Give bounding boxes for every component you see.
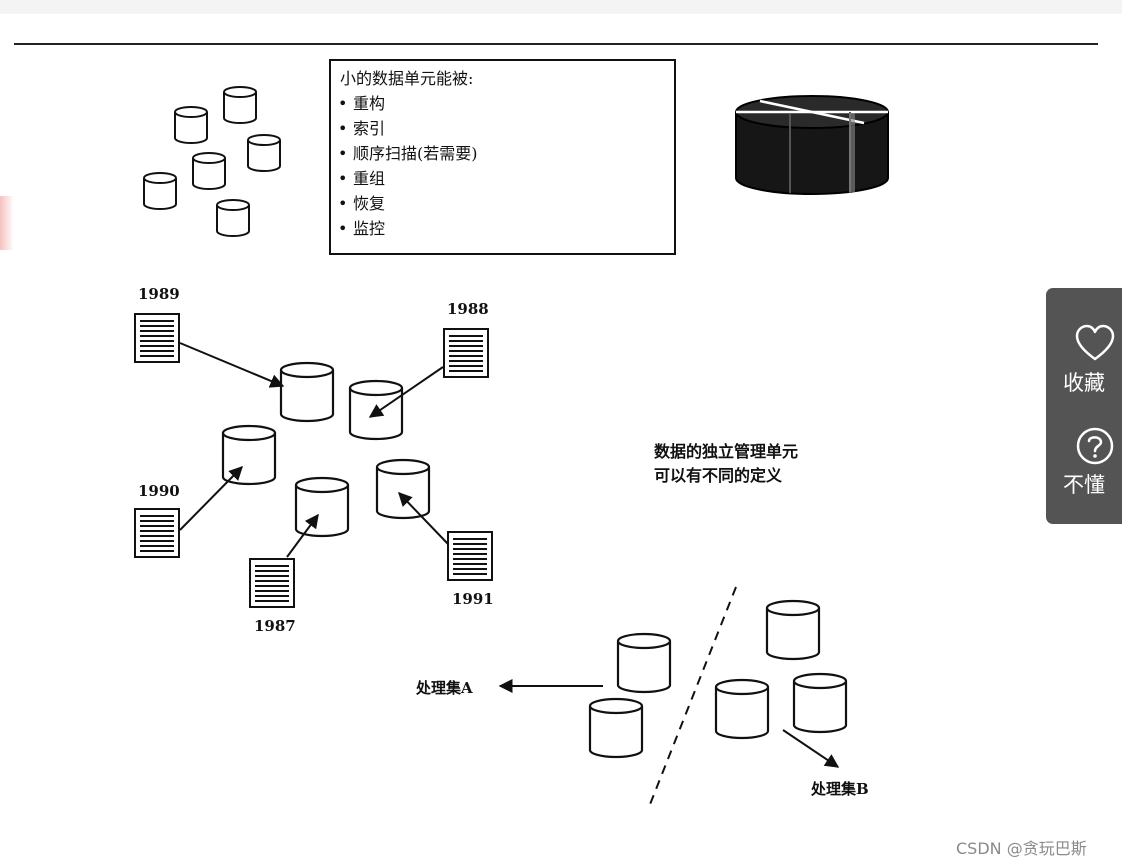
info-box-title: 小的数据单元能被: [340, 69, 473, 88]
processing-set-label: 处理集B [810, 780, 869, 798]
small-cylinder [223, 86, 257, 124]
info-box: 小的数据单元能被: • 重构 • 索引 • 顺序扫描(若需要) • 重组 • 恢… [329, 59, 676, 255]
info-item: 顺序扫描(若需要) [353, 144, 478, 163]
data-cylinder [588, 697, 644, 759]
small-cylinder [247, 134, 281, 172]
caption-line: 可以有不同的定义 [654, 466, 782, 485]
watermark: CSDN @贪玩巴斯 [956, 839, 1087, 858]
year-label: 1989 [138, 285, 180, 303]
data-cylinder [348, 379, 404, 441]
yearly-data-units: 1989 1988 1990 1987 1991 [134, 285, 494, 635]
small-cylinder [174, 106, 208, 144]
arrow [782, 729, 840, 768]
processing-set-label: 处理集A [415, 679, 473, 697]
info-item: 监控 [353, 219, 385, 238]
info-item: 索引 [353, 119, 385, 138]
horizontal-rule [14, 43, 1098, 45]
not-understand-button[interactable]: 不懂 [1046, 396, 1122, 497]
browser-top-bar [0, 0, 1122, 14]
info-bullet: • [338, 194, 347, 213]
data-cylinder [279, 361, 335, 423]
small-cylinder [216, 199, 250, 237]
data-cylinder [765, 599, 821, 661]
partition-divider [648, 586, 737, 808]
info-item: 重构 [353, 94, 385, 113]
processing-sets: 处理集A 处理集B [415, 586, 869, 808]
arrow [179, 466, 243, 531]
arrow [368, 366, 444, 418]
data-cylinder [714, 678, 770, 740]
small-cylinder [143, 172, 177, 210]
info-item: 重组 [353, 169, 385, 188]
data-cylinder [375, 458, 431, 520]
small-cylinder [192, 152, 226, 190]
side-action-panel: 收藏 不懂 [1046, 288, 1122, 524]
year-label: 1991 [452, 590, 494, 608]
small-units-cluster [143, 86, 281, 237]
data-cylinder [294, 476, 350, 538]
caption-line: 数据的独立管理单元 [654, 442, 798, 461]
data-cylinder [221, 424, 277, 486]
left-edge-strip [0, 196, 14, 250]
info-bullet: • [338, 219, 347, 238]
info-item: 恢复 [353, 194, 385, 213]
arrow [179, 342, 285, 388]
info-bullet: • [338, 169, 347, 188]
arrow [398, 491, 449, 545]
not-understand-label: 不懂 [1063, 473, 1105, 497]
document-icon [443, 328, 489, 378]
heart-icon [1075, 324, 1115, 361]
year-label: 1988 [447, 300, 489, 318]
year-label: 1987 [254, 617, 296, 635]
document-icon [134, 313, 180, 363]
arrow [286, 513, 319, 558]
year-label: 1990 [138, 482, 180, 500]
document-icon [447, 531, 493, 581]
question-icon [1076, 427, 1114, 465]
info-bullet: • [338, 94, 347, 113]
info-bullet: • [338, 119, 347, 138]
info-bullet: • [338, 144, 347, 163]
data-cylinder [792, 672, 848, 734]
favorite-button[interactable]: 收藏 [1046, 294, 1122, 395]
document-icon [134, 508, 180, 558]
data-cylinder [616, 632, 672, 694]
favorite-label: 收藏 [1063, 371, 1105, 395]
document-icon [249, 558, 295, 608]
large-partitioned-cylinder [735, 95, 889, 195]
